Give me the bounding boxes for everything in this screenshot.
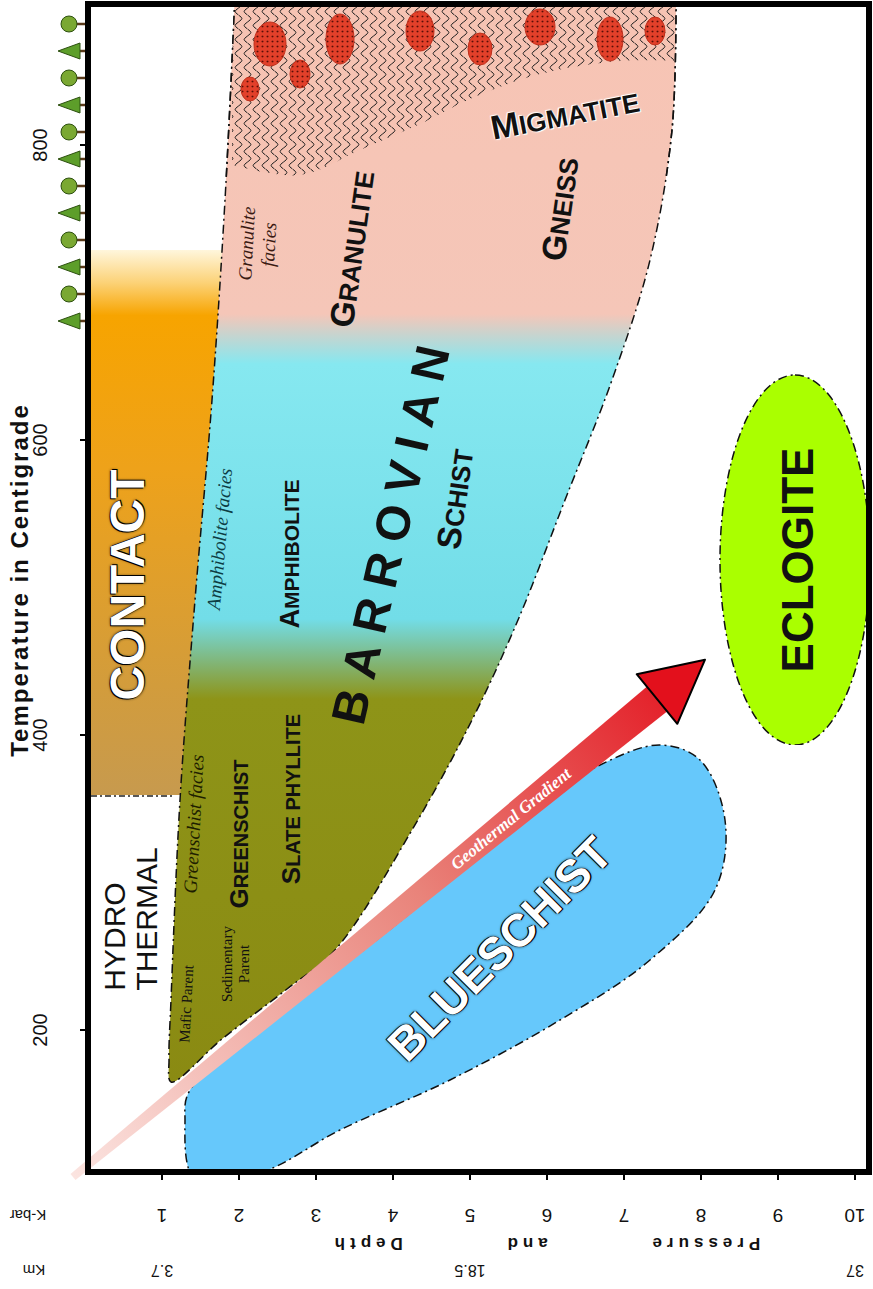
axis-tick-label: 3 (311, 1204, 322, 1226)
tree-crown (58, 259, 80, 275)
geothermal-arrow-shaft (71, 684, 671, 1180)
blueschist-field: BLUESCHIST (180, 742, 732, 1172)
melt-blob (597, 17, 623, 61)
tree-crown (61, 286, 77, 302)
axis-tick-label: 600 (29, 423, 52, 456)
melt-blob (290, 60, 310, 88)
rock-label: SLATE PHYLLITE (277, 714, 307, 884)
melt-blob (468, 33, 492, 65)
geothermal-arrow-head (637, 660, 705, 724)
parent-label: Mafic Parent (176, 965, 197, 1044)
axis-tick-label: 37 (846, 1261, 864, 1279)
hydrothermal-fill (91, 795, 175, 1172)
tree-crown (61, 16, 77, 32)
axis-tick-label: 400 (29, 718, 52, 751)
axis-title: Pressure and Depth (330, 1233, 761, 1253)
facies-label: Amphibolite facies (203, 467, 237, 610)
tree-crown (58, 205, 80, 221)
migmatite-zone: MIGMATITE (222, 4, 682, 179)
axis-tick-label: 18.5 (454, 1261, 485, 1279)
rock-label: MIGMATITE (487, 81, 642, 148)
axis-unit: Km (23, 1261, 46, 1278)
tree-crown (61, 232, 77, 248)
tree-crown (61, 70, 77, 86)
melt-blob (326, 14, 354, 64)
hydrothermal-band: HYDRO THERMAL (91, 795, 175, 1172)
axis-ticks (80, 145, 855, 1180)
chart-border (88, 4, 869, 1172)
migmatite-texture (232, 4, 676, 175)
melt-blob (645, 17, 665, 45)
boundary-line (91, 795, 172, 797)
facies-label: Greenschist facies (179, 754, 208, 894)
region-title: HYDRO THERMAL (99, 847, 162, 990)
parent-label: Sedimentary Parent (219, 926, 254, 1002)
axis-tick-label: 200 (29, 1013, 52, 1046)
rock-label: GREENSCHIST (225, 759, 255, 908)
tree-crown (58, 43, 80, 59)
facies-label: Granulite facies (234, 206, 281, 282)
axis-tick-label: 6 (542, 1204, 553, 1226)
tree-crown (58, 313, 80, 329)
region-title: CONTACT (100, 469, 155, 700)
axis-tick-label: 7 (619, 1204, 630, 1226)
axis-tick-label: 5 (465, 1204, 476, 1226)
eclogite-field: ECLOGITE (718, 373, 869, 745)
axis-tick-label: 10 (844, 1204, 865, 1226)
rock-label: AMPHIBOLITE (274, 479, 305, 628)
tree-row (58, 16, 85, 329)
axis-tick-label: 3.7 (151, 1261, 173, 1279)
axis-tick-label: 9 (773, 1204, 784, 1226)
melt-blob (406, 11, 434, 51)
region-title: ECLOGITE (773, 448, 824, 673)
tree-crown (61, 178, 77, 194)
melt-blob (525, 9, 555, 45)
melt-blob (241, 77, 259, 101)
eclogite-outline (720, 375, 869, 745)
tree-crown (61, 124, 77, 140)
axis-tick-label: 800 (29, 128, 52, 161)
rock-label: GRANULITE (322, 168, 382, 330)
axis-tick-label: 8 (696, 1204, 707, 1226)
melt-blob (254, 22, 286, 66)
rock-label: GNEISS (533, 155, 586, 264)
axis-tick-label: 2 (234, 1204, 245, 1226)
axis-tick-label: 1 (157, 1204, 168, 1226)
barrovian-outline (222, 4, 676, 179)
blueschist-outline (185, 745, 726, 1172)
tree-crown (58, 97, 80, 113)
rock-label: SCHIST (429, 447, 481, 552)
axis-unit: K-bar (10, 1206, 47, 1223)
tree-crown (58, 151, 80, 167)
axis-tick-label: 4 (388, 1204, 399, 1226)
migmatite-swirls (232, 4, 676, 175)
